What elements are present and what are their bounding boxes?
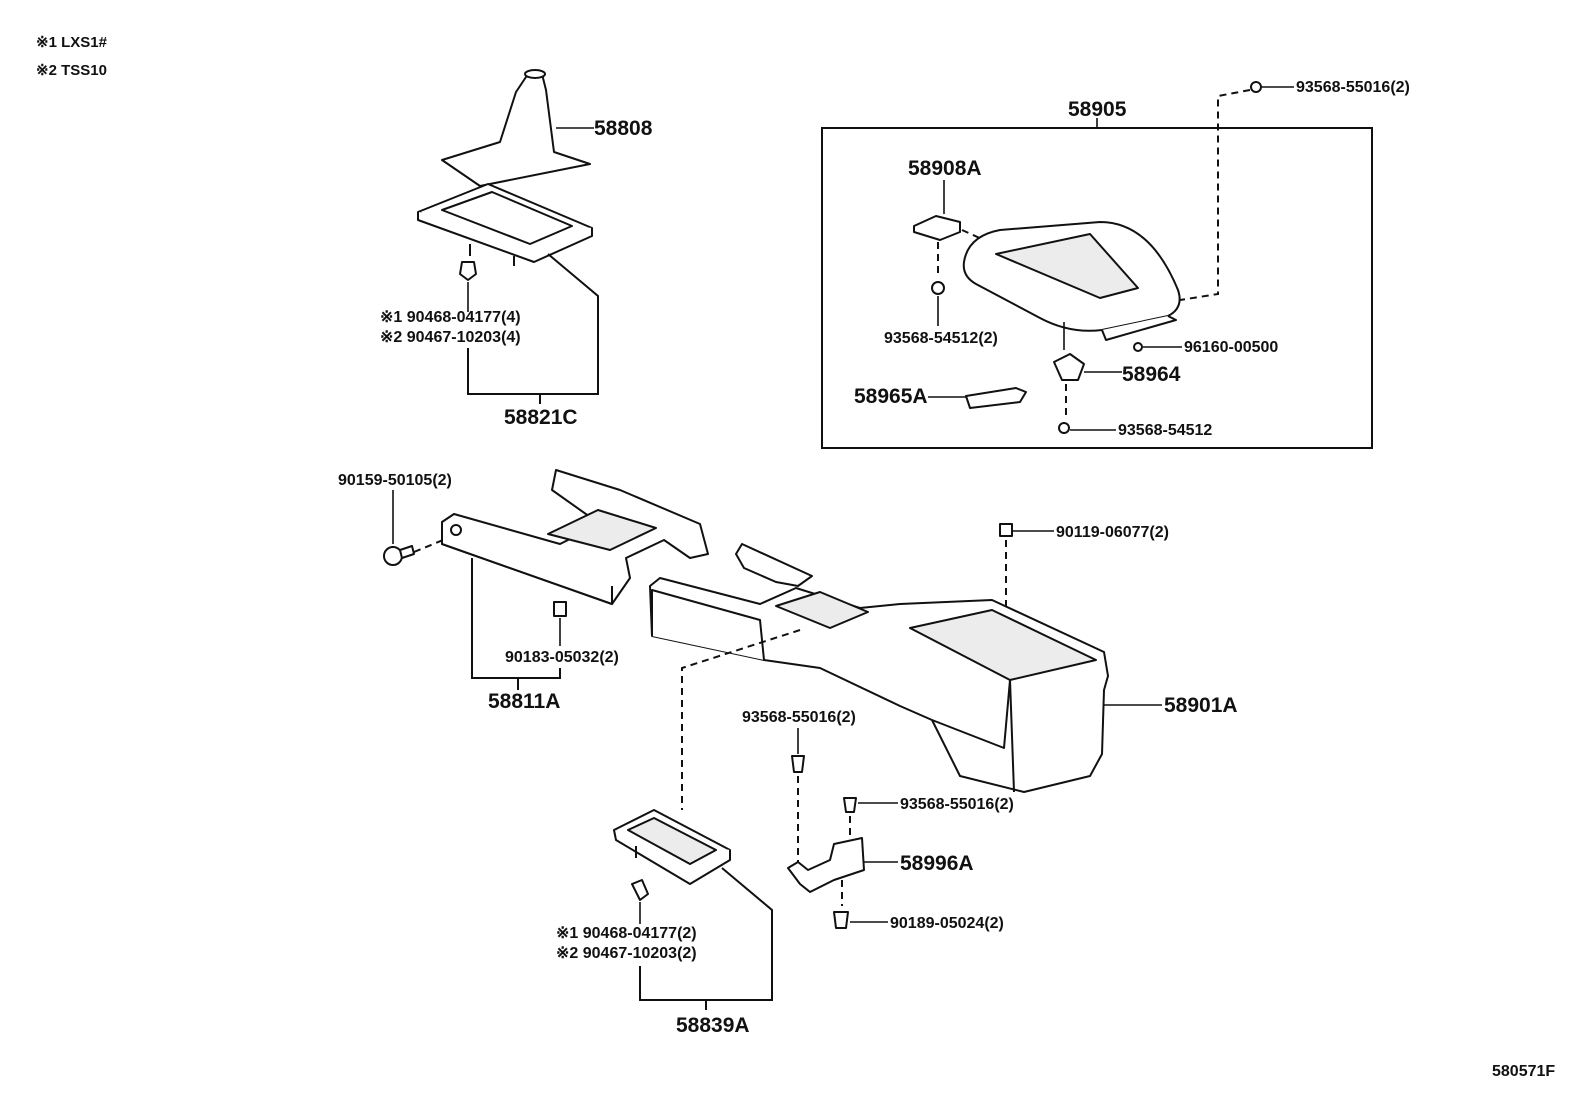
bracket-part (787, 837, 865, 893)
clip-part-upper (459, 261, 477, 281)
screw-part-low (843, 797, 857, 813)
drawing-code: 580571F (1492, 1063, 1555, 1080)
screw-part-hinge (931, 281, 945, 295)
label-clip-90468-04177-2: ※1 90468-04177(2) (556, 925, 697, 942)
label-58839a: 58839A (676, 1014, 750, 1037)
label-90189-05024-2: 90189-05024(2) (890, 915, 1004, 932)
label-96160-00500: 96160-00500 (1184, 339, 1278, 356)
main-console-part (649, 543, 1109, 793)
label-58821c: 58821C (504, 406, 578, 429)
label-58905: 58905 (1068, 98, 1127, 121)
tray-part (613, 809, 731, 885)
bolt-part-90159 (383, 545, 415, 566)
label-58808: 58808 (594, 117, 653, 140)
screw-part-mid (791, 755, 805, 773)
screw-part-top (1250, 81, 1262, 93)
label-clip-90467-10203-2: ※2 90467-10203(2) (556, 945, 697, 962)
clip-part-lower (631, 879, 649, 901)
shift-panel-part (417, 183, 593, 266)
label-93568-55016-mid: 93568-55016(2) (742, 709, 856, 726)
label-58908a: 58908A (908, 157, 982, 180)
nut-part-90189 (833, 911, 849, 929)
label-clip-90467-10203-4: ※2 90467-10203(4) (380, 329, 521, 346)
label-58901a: 58901A (1164, 694, 1238, 717)
label-58964: 58964 (1122, 363, 1181, 386)
label-clip-90468-04177-4: ※1 90468-04177(4) (380, 309, 521, 326)
shift-boot-part (441, 69, 591, 187)
small-clip-part (1133, 342, 1143, 352)
label-58996a: 58996A (900, 852, 974, 875)
label-58965a: 58965A (854, 385, 928, 408)
rod-part (965, 387, 1027, 409)
lock-part (1053, 353, 1085, 381)
label-93568-54512: 93568-54512 (1118, 422, 1212, 439)
front-panel-part (441, 469, 709, 605)
note-tss10: ※2 TSS10 (36, 62, 107, 79)
label-90183-05032-2: 90183-05032(2) (505, 649, 619, 666)
bolt-part-90119 (999, 523, 1013, 537)
label-93568-55016-top: 93568-55016(2) (1296, 79, 1410, 96)
note-lxs1: ※1 LXS1# (36, 34, 108, 51)
hinge-part (913, 215, 961, 241)
nut-part-90183 (553, 601, 567, 617)
label-58811a: 58811A (488, 690, 560, 713)
label-93568-55016-low: 93568-55016(2) (900, 796, 1014, 813)
armrest-lid-part (962, 221, 1181, 341)
label-90159-50105-2: 90159-50105(2) (338, 472, 452, 489)
label-90119-06077-2: 90119-06077(2) (1056, 524, 1169, 541)
screw-part-lock (1058, 422, 1070, 434)
label-93568-54512-2: 93568-54512(2) (884, 330, 998, 347)
